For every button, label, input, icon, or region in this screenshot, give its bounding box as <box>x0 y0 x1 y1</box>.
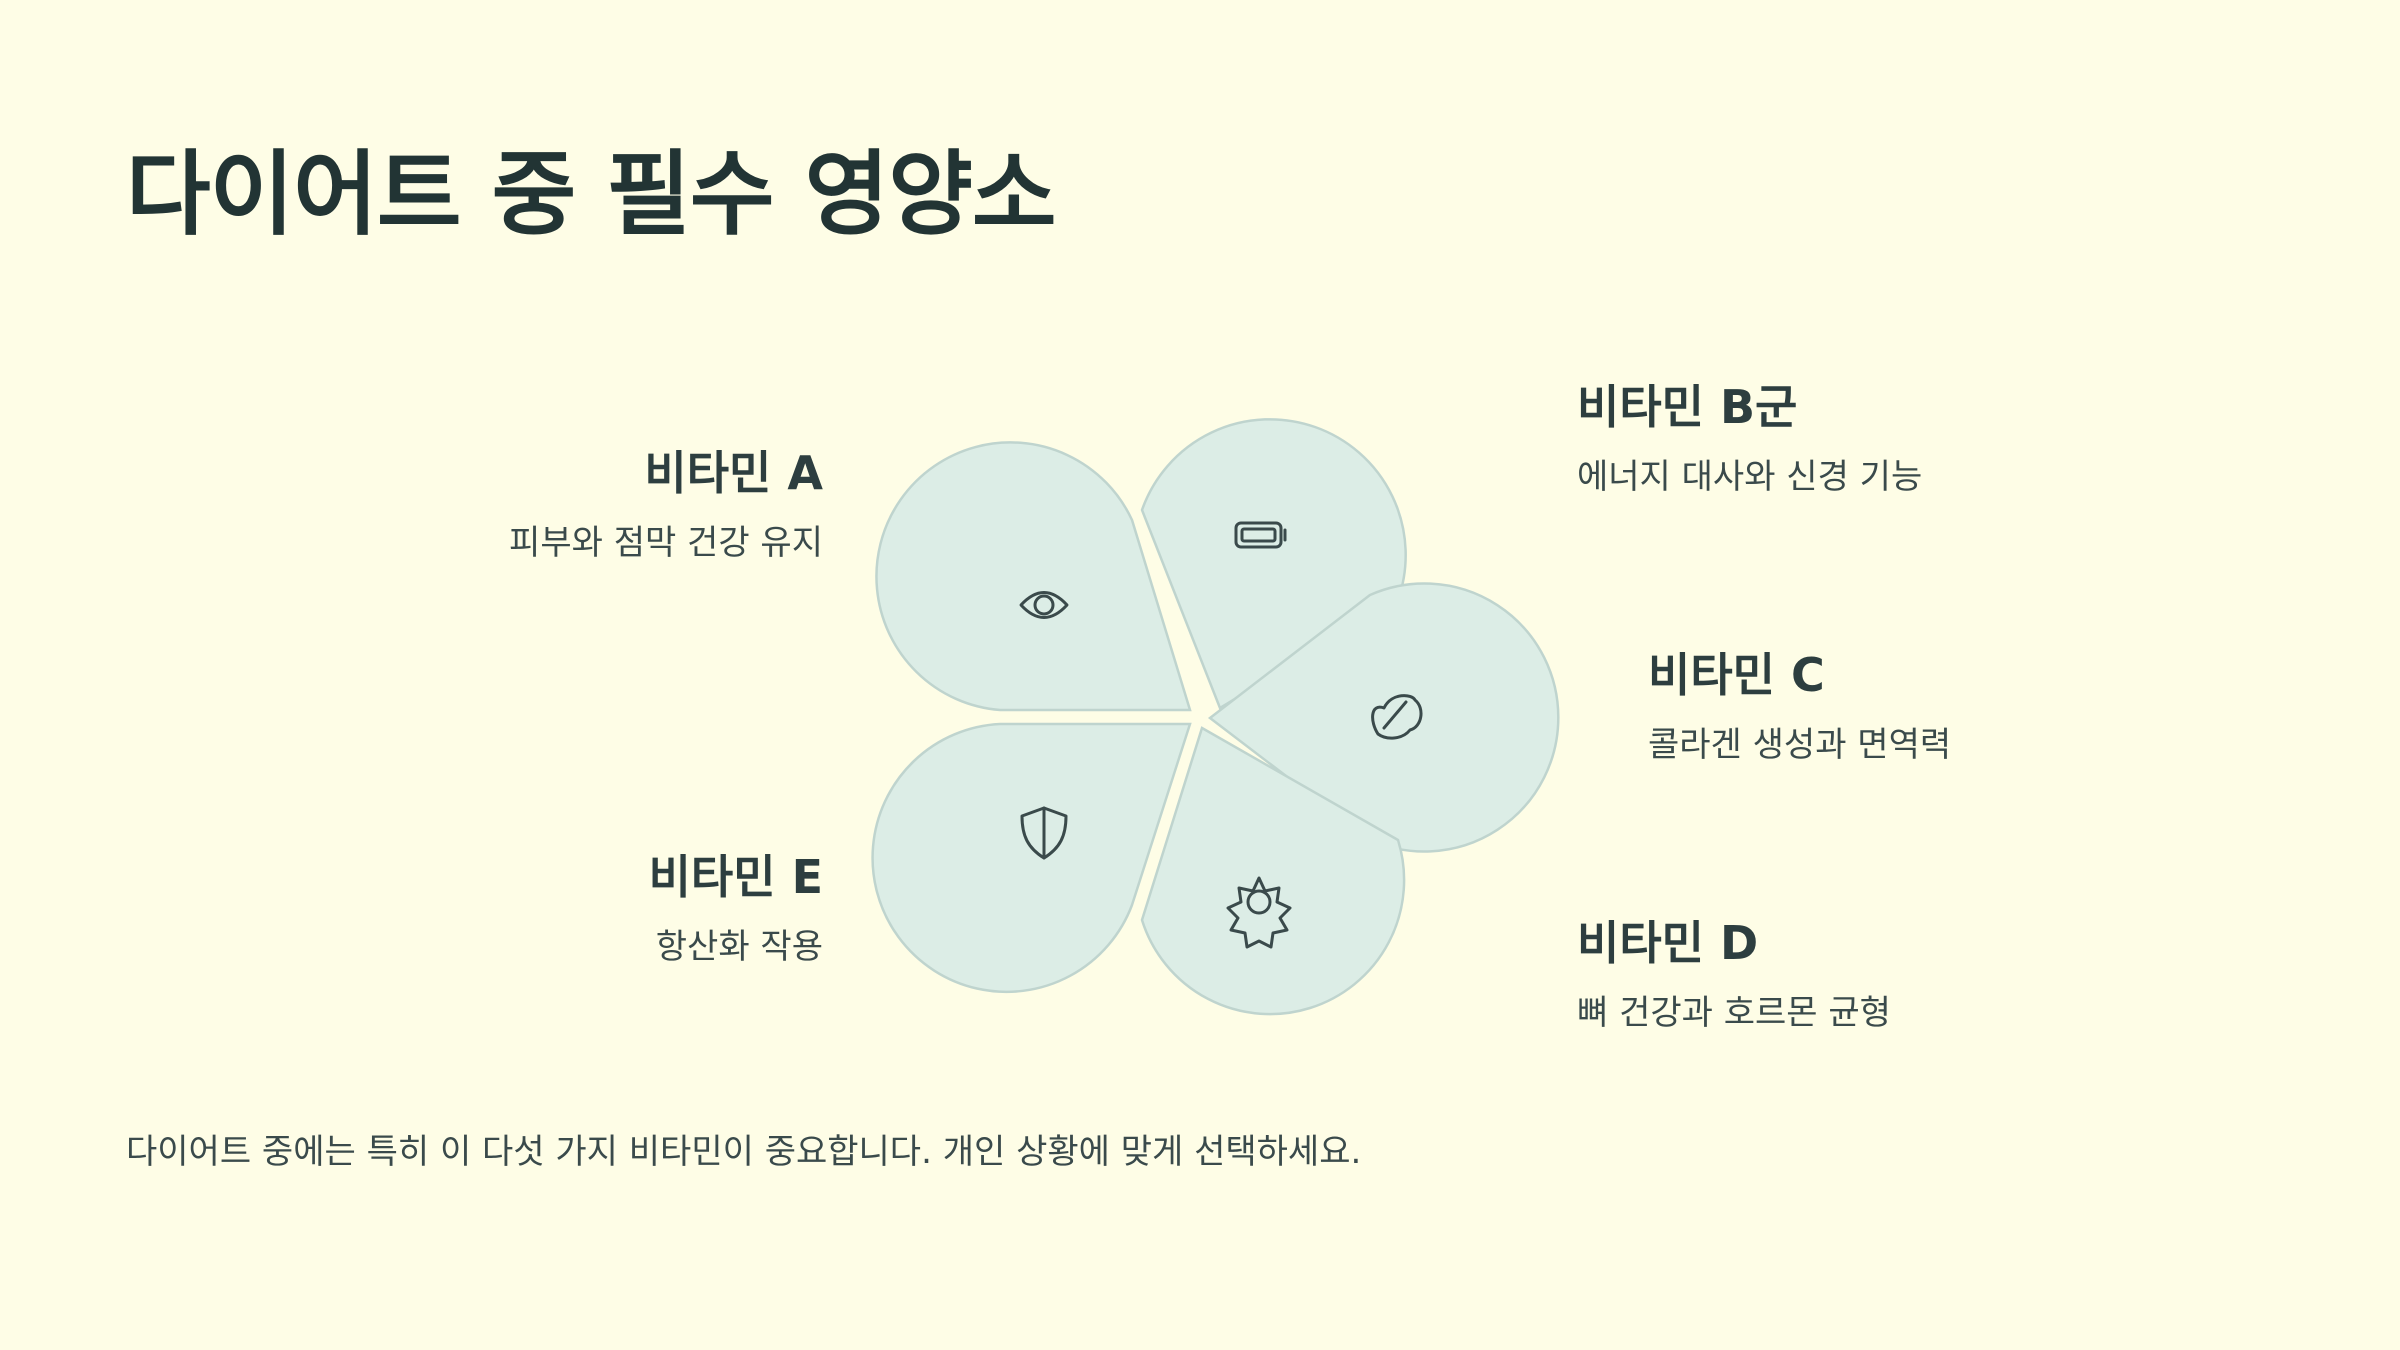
petal-vitamin-b <box>1140 418 1407 710</box>
label-vitamin-e: 비타민 E 항산화 작용 <box>263 850 823 968</box>
page-title: 다이어트 중 필수 영양소 <box>126 141 1056 248</box>
vitamin-name: 비타민 E <box>648 850 823 904</box>
battery-icon <box>1234 521 1287 549</box>
lemon-icon <box>1371 694 1423 740</box>
petal-vitamin-e <box>871 722 1192 994</box>
petal-vitamin-d <box>1140 726 1406 1016</box>
label-vitamin-a: 비타민 A 피부와 점막 건강 유지 <box>263 446 823 564</box>
shield-icon <box>1020 806 1068 860</box>
petal-vitamin-c <box>1207 582 1560 853</box>
vitamin-name: 비타민 A <box>644 446 823 500</box>
vitamin-name: 비타민 D <box>1577 916 1759 970</box>
footer-note: 다이어트 중에는 특히 이 다섯 가지 비타민이 중요합니다. 개인 상황에 맞… <box>126 1132 1362 1172</box>
vitamin-description: 에너지 대사와 신경 기능 <box>1577 457 1923 498</box>
petal-vitamin-a <box>875 441 1192 712</box>
vitamin-description: 피부와 점막 건강 유지 <box>509 523 823 564</box>
vitamin-description: 콜라겐 생성과 면역력 <box>1648 725 1952 766</box>
vitamin-description: 항산화 작용 <box>655 927 823 968</box>
vitamin-name: 비타민 C <box>1648 648 1825 702</box>
sun-icon <box>1226 876 1292 949</box>
label-vitamin-c: 비타민 C 콜라겐 생성과 면역력 <box>1648 648 2208 766</box>
label-vitamin-b: 비타민 B군 에너지 대사와 신경 기능 <box>1577 380 2137 498</box>
vitamin-description: 뼈 건강과 호르몬 균형 <box>1577 993 1891 1034</box>
eye-icon <box>1019 591 1069 619</box>
label-vitamin-d: 비타민 D 뼈 건강과 호르몬 균형 <box>1577 916 2137 1034</box>
vitamin-name: 비타민 B군 <box>1577 380 1798 434</box>
